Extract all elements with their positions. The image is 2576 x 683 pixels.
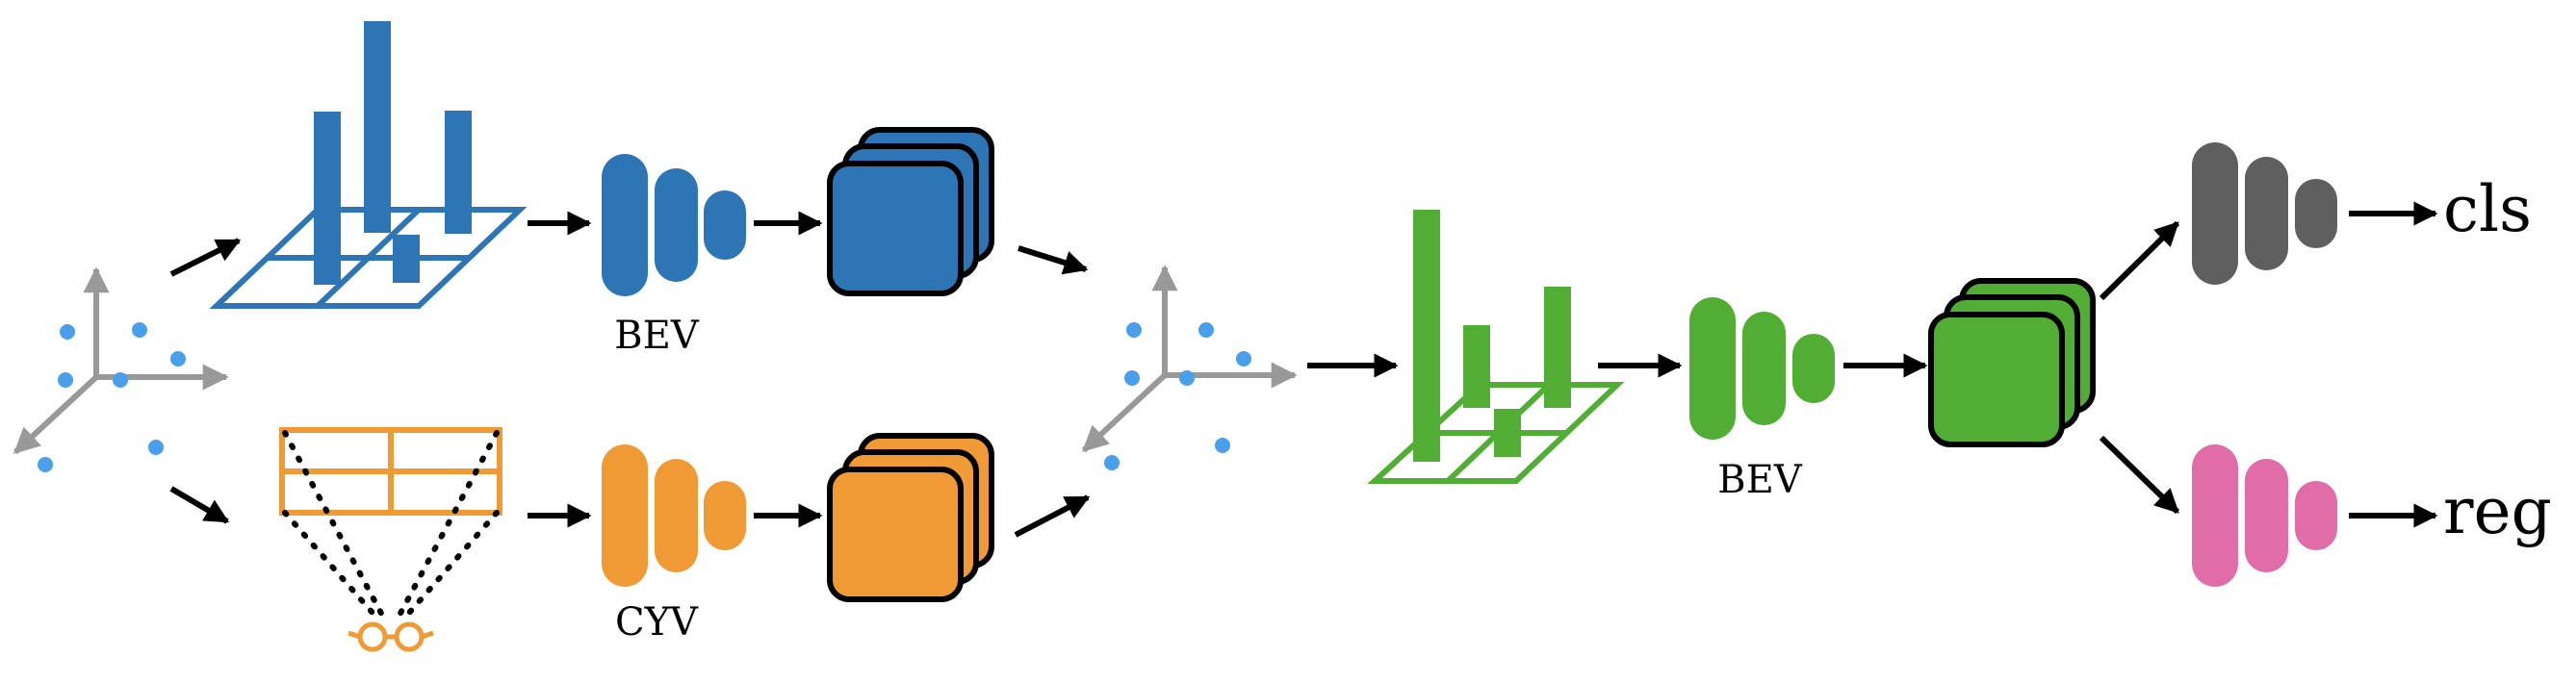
- reg-output-label: reg: [2443, 474, 2552, 548]
- cls-output-label: cls: [2443, 172, 2532, 246]
- cyv-feature-maps: [827, 433, 994, 602]
- arrow-bev-features-to-fused: [1018, 245, 1089, 275]
- cyv-label-bottom: CYV: [615, 600, 699, 645]
- bev-label-fused: BEV: [1717, 458, 1803, 502]
- arrow-features-to-cls-head: [2099, 220, 2180, 301]
- fused-bev-encoder-block: [1689, 297, 1835, 440]
- cls-head-block: [2192, 142, 2337, 285]
- reg-head-block: [2192, 444, 2337, 587]
- arrow-features-to-reg-head: [2099, 435, 2180, 515]
- fused-bev-grid-icon: [1367, 210, 1625, 484]
- bev-feature-maps: [827, 127, 994, 296]
- axes-icon: [1081, 265, 1298, 453]
- bev-encoder-block: [602, 154, 746, 296]
- points-scatter: [38, 322, 186, 472]
- bev-grid-icon: [209, 21, 528, 309]
- viewer-glasses-icon: [348, 621, 434, 652]
- points-scatter: [1104, 322, 1251, 470]
- bev-label-top: BEV: [614, 314, 700, 358]
- fused-feature-maps: [1928, 278, 2096, 447]
- fused-point-cloud: [1081, 265, 1298, 470]
- arrow-cyv-features-to-fused: [1014, 494, 1091, 538]
- arrow-input-to-bev: [169, 238, 242, 277]
- cyv-encoder-block: [602, 444, 746, 587]
- input-point-cloud: [13, 266, 229, 472]
- arrow-input-to-cyv: [169, 486, 230, 524]
- cyv-projection-icon: [279, 427, 502, 652]
- axes-icon: [13, 266, 229, 455]
